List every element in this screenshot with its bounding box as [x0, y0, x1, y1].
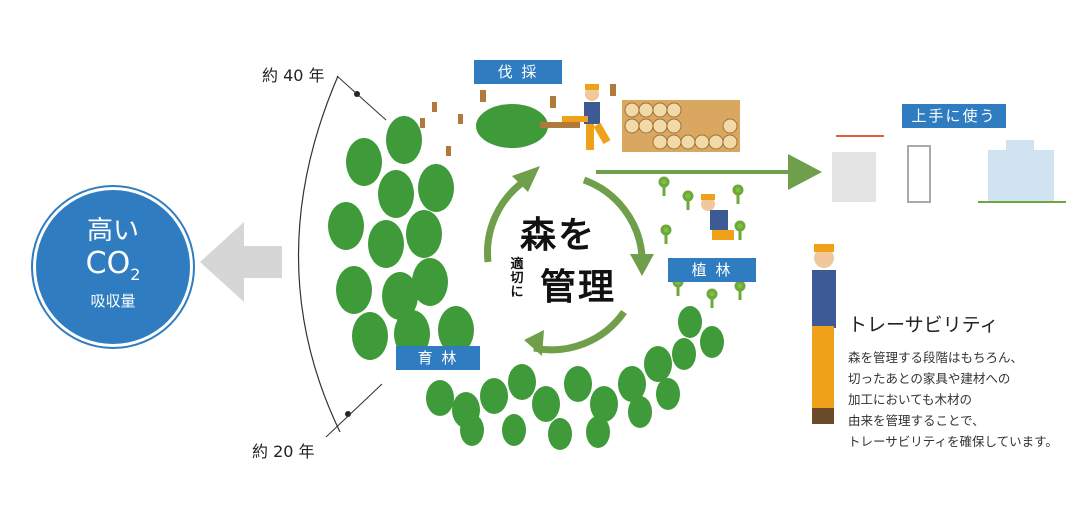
year-top-label: 約 40 年: [262, 66, 325, 85]
standing-person-figure: [812, 244, 836, 424]
center-title-line2: 管理: [540, 267, 617, 308]
stumps: [420, 84, 616, 156]
seedlings: [658, 176, 746, 308]
traceability-body: 森を管理する段階はもちろん、 切ったあとの家具や建材への 加工においても木材の …: [848, 347, 1076, 452]
cycle-arrows: [484, 176, 646, 354]
age-arc-bottom-connector: [325, 383, 383, 438]
planting-label: 植 林: [668, 258, 756, 282]
center-title-small: 適切に: [510, 257, 524, 300]
traceability-line: 切ったあとの家具や建材への: [848, 371, 1011, 386]
age-arc-bottom-dot: [345, 411, 351, 417]
cycle-arrowhead-top: [512, 166, 540, 192]
cycle-arrowhead-right: [630, 254, 654, 276]
buildings: [832, 135, 1066, 203]
center-title-line1: 森を: [520, 215, 597, 256]
co2-absorption-badge: 高い CO2 吸収量: [36, 190, 190, 344]
co2-line2: CO2: [36, 246, 190, 284]
traceability-title: トレーサビリティ: [848, 314, 999, 336]
traceability-line: 加工においても木材の: [848, 392, 973, 407]
use-well-label: 上手に使う: [902, 104, 1006, 128]
age-arc: [297, 75, 341, 433]
harvest-label: 伐 採: [474, 60, 562, 84]
traceability-line: 由来を管理することで、: [848, 413, 985, 428]
forest-trees: [328, 116, 724, 450]
co2-arrow-icon: [200, 222, 282, 302]
nurture-label: 育 林: [396, 346, 480, 370]
cycle-arrowhead-bottom: [524, 330, 544, 356]
lumberjack-figure: [562, 84, 611, 150]
planting-worker-figure: [701, 194, 734, 240]
traceability-line: 森を管理する段階はもちろん、: [848, 350, 1024, 365]
use-arrowhead: [788, 154, 822, 190]
fallen-tree: [476, 104, 580, 148]
co2-subscript: 2: [130, 265, 141, 284]
co2-line3: 吸収量: [90, 292, 136, 310]
log-pile: [622, 100, 740, 152]
co2-main: CO: [85, 246, 131, 281]
age-arc-top-connector: [336, 75, 387, 121]
traceability-line: トレーサビリティを確保しています。: [848, 434, 1058, 449]
year-bottom-label: 約 20 年: [252, 442, 315, 461]
co2-line1: 高い: [86, 216, 139, 246]
